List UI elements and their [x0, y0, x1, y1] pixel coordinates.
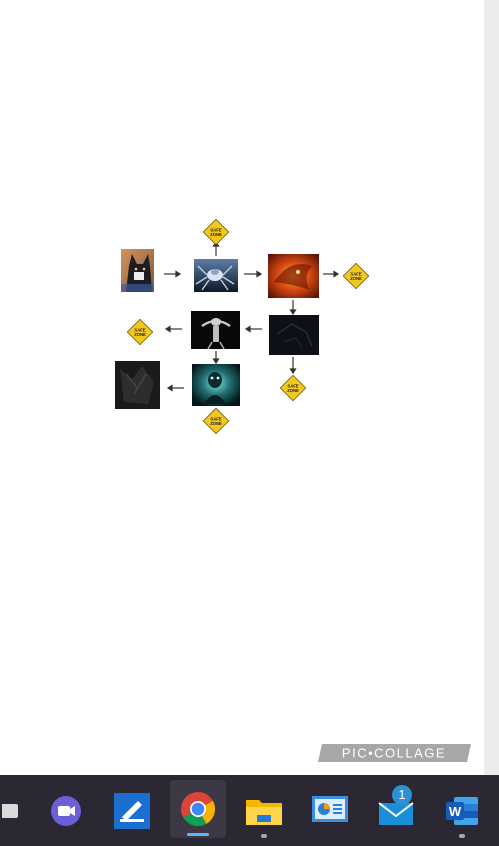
- svg-text:SAFE: SAFE: [287, 384, 298, 389]
- word-icon: W: [446, 796, 478, 825]
- flow-arrows: [164, 240, 340, 417]
- taskbar-app-mail[interactable]: 1: [370, 775, 422, 846]
- teal-creature-image: [192, 364, 240, 406]
- dog-image: [121, 249, 154, 292]
- running-indicator: [261, 834, 267, 838]
- taskbar-app-dashboard[interactable]: [304, 775, 356, 846]
- svg-text:W: W: [449, 804, 462, 819]
- svg-text:PIC•COLLAGE: PIC•COLLAGE: [342, 746, 446, 761]
- safe-zone-sign-left: SAFE ZONE: [126, 318, 154, 346]
- svg-text:SAFE: SAFE: [134, 328, 145, 333]
- window-icon: [2, 803, 18, 818]
- taskbar-app-file-explorer[interactable]: [238, 775, 290, 846]
- svg-text:SAFE: SAFE: [210, 228, 221, 233]
- video-camera-icon: [51, 795, 81, 826]
- running-indicator: [459, 834, 465, 838]
- svg-text:ZONE: ZONE: [350, 276, 362, 281]
- diagram-canvas: SAFE ZONE SAFE ZONE SAFE ZONE SAFE ZONE …: [115, 218, 370, 435]
- mail-icon: [378, 801, 414, 825]
- svg-text:ZONE: ZONE: [134, 332, 146, 337]
- taskbar: 1 W: [0, 775, 499, 846]
- monster-flow-diagram: SAFE ZONE SAFE ZONE SAFE ZONE SAFE ZONE …: [112, 214, 374, 436]
- active-indicator: [187, 833, 209, 836]
- scan-icon: [114, 792, 150, 829]
- taskbar-app-partial[interactable]: [0, 775, 24, 846]
- svg-text:SAFE: SAFE: [350, 272, 361, 277]
- svg-text:SAFE: SAFE: [210, 417, 221, 422]
- image-viewer: SAFE ZONE SAFE ZONE SAFE ZONE SAFE ZONE …: [112, 214, 471, 762]
- taskbar-app-scan[interactable]: [106, 775, 158, 846]
- safe-zone-sign-right: SAFE ZONE: [342, 262, 370, 290]
- alien-image: [191, 311, 240, 350]
- safe-zone-sign-top: SAFE ZONE: [202, 218, 230, 246]
- fire-creature-image: [268, 254, 319, 298]
- shadow-creature-image: [115, 361, 160, 409]
- taskbar-app-chrome[interactable]: [170, 780, 226, 838]
- taskbar-app-word[interactable]: W: [436, 775, 488, 846]
- safe-zone-sign-lower-right: SAFE ZONE: [279, 374, 307, 402]
- spider-image: [194, 259, 238, 292]
- dashboard-icon: [312, 795, 348, 822]
- taskbar-app-teams[interactable]: [40, 775, 92, 846]
- vertical-scrollbar[interactable]: [484, 0, 499, 775]
- folder-icon: [246, 799, 282, 825]
- piccollage-watermark: PIC•COLLAGE: [318, 744, 471, 762]
- mail-unread-badge: 1: [392, 785, 412, 805]
- svg-text:ZONE: ZONE: [210, 232, 222, 237]
- svg-text:ZONE: ZONE: [287, 388, 299, 393]
- dark-creature-image: [269, 315, 319, 355]
- chrome-icon: [181, 792, 215, 826]
- safe-zone-sign-bottom: SAFE ZONE: [202, 407, 230, 435]
- svg-text:ZONE: ZONE: [210, 421, 222, 426]
